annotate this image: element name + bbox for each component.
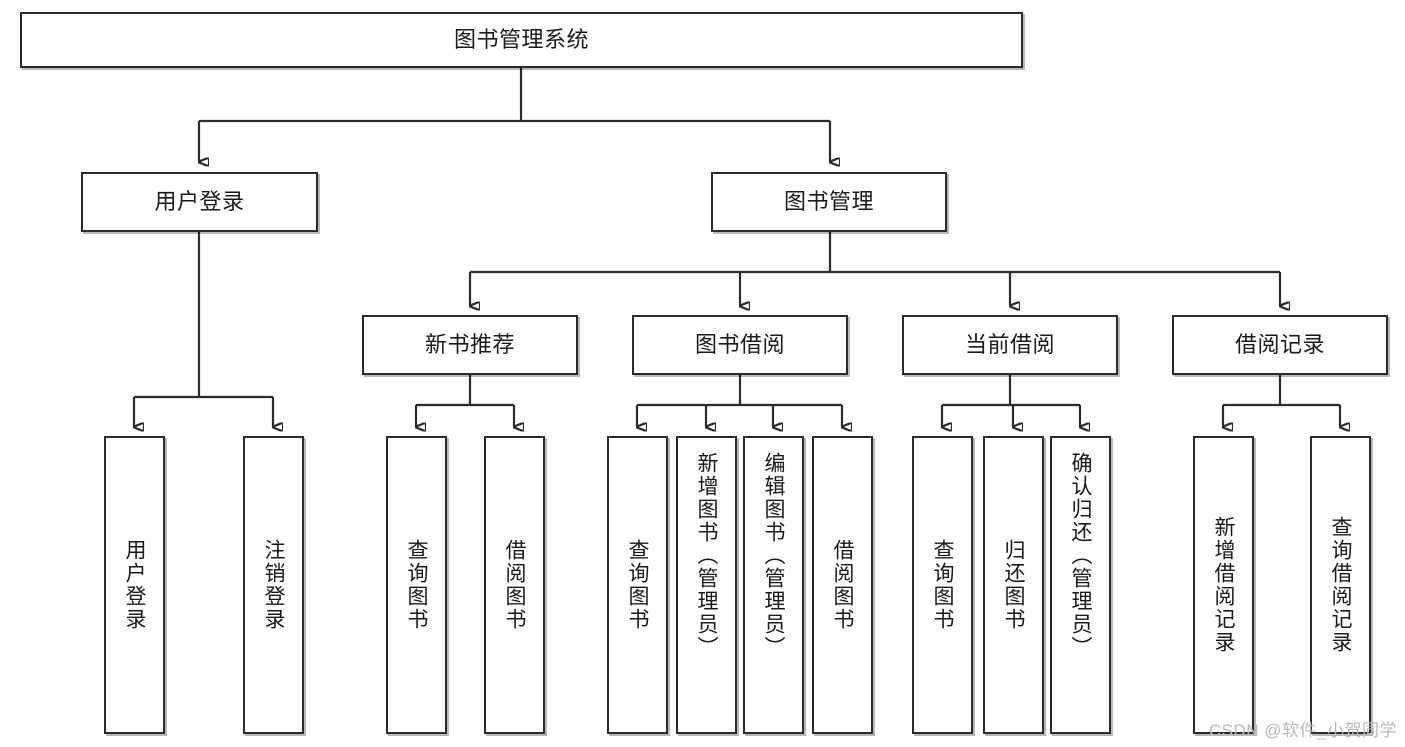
node-leaf-add-borrow-record[interactable]: 新增借阅记录 — [1193, 436, 1254, 734]
node-leaf-add-book-label: 新增图书（管理员） — [695, 452, 718, 659]
node-leaf-edit-book[interactable]: 编辑图书（管理员） — [743, 436, 804, 734]
node-leaf-query-borrow-record[interactable]: 查询借阅记录 — [1310, 436, 1371, 734]
node-current-borrow[interactable]: 当前借阅 — [902, 315, 1118, 375]
node-leaf-add-book[interactable]: 新增图书（管理员） — [676, 436, 737, 734]
node-borrow-record[interactable]: 借阅记录 — [1172, 315, 1388, 375]
node-leaf-user-login[interactable]: 用户登录 — [104, 436, 165, 734]
node-leaf-query-book-rec-label: 查询图书 — [405, 539, 428, 631]
node-leaf-query-book-current-label: 查询图书 — [931, 539, 954, 631]
node-leaf-borrow-book[interactable]: 借阅图书 — [812, 436, 873, 734]
node-leaf-borrow-book-rec[interactable]: 借阅图书 — [484, 436, 545, 734]
node-leaf-add-borrow-record-label: 新增借阅记录 — [1212, 516, 1235, 654]
node-user-login-label: 用户登录 — [154, 189, 245, 215]
watermark-text: CSDN @软件_小贺同学 — [1208, 721, 1397, 740]
node-new-book-recommend[interactable]: 新书推荐 — [362, 315, 578, 375]
node-leaf-query-book-rec[interactable]: 查询图书 — [386, 436, 447, 734]
node-book-borrow[interactable]: 图书借阅 — [632, 315, 848, 375]
node-leaf-confirm-return[interactable]: 确认归还（管理员） — [1050, 436, 1111, 734]
node-leaf-borrow-book-label: 借阅图书 — [831, 539, 854, 631]
node-borrow-record-label: 借阅记录 — [1234, 332, 1325, 358]
node-leaf-return-book-label: 归还图书 — [1002, 539, 1025, 631]
node-book-manage-label: 图书管理 — [783, 189, 874, 215]
node-leaf-query-book-borrow[interactable]: 查询图书 — [607, 436, 668, 734]
node-leaf-borrow-book-rec-label: 借阅图书 — [503, 539, 526, 631]
node-leaf-edit-book-label: 编辑图书（管理员） — [762, 452, 785, 659]
node-root[interactable]: 图书管理系统 — [20, 12, 1023, 68]
node-leaf-confirm-return-label: 确认归还（管理员） — [1069, 452, 1092, 659]
node-book-manage[interactable]: 图书管理 — [711, 172, 947, 232]
node-leaf-user-logout-label: 注销登录 — [262, 539, 285, 631]
node-root-label: 图书管理系统 — [453, 27, 589, 53]
node-leaf-return-book[interactable]: 归还图书 — [983, 436, 1044, 734]
node-current-borrow-label: 当前借阅 — [964, 332, 1055, 358]
node-leaf-user-logout[interactable]: 注销登录 — [243, 436, 304, 734]
node-leaf-query-borrow-record-label: 查询借阅记录 — [1329, 516, 1352, 654]
node-leaf-user-login-label: 用户登录 — [123, 539, 146, 631]
node-user-login[interactable]: 用户登录 — [81, 172, 318, 232]
node-book-borrow-label: 图书借阅 — [694, 332, 785, 358]
node-leaf-query-book-current[interactable]: 查询图书 — [912, 436, 973, 734]
node-leaf-query-book-borrow-label: 查询图书 — [626, 539, 649, 631]
node-new-book-recommend-label: 新书推荐 — [424, 332, 515, 358]
